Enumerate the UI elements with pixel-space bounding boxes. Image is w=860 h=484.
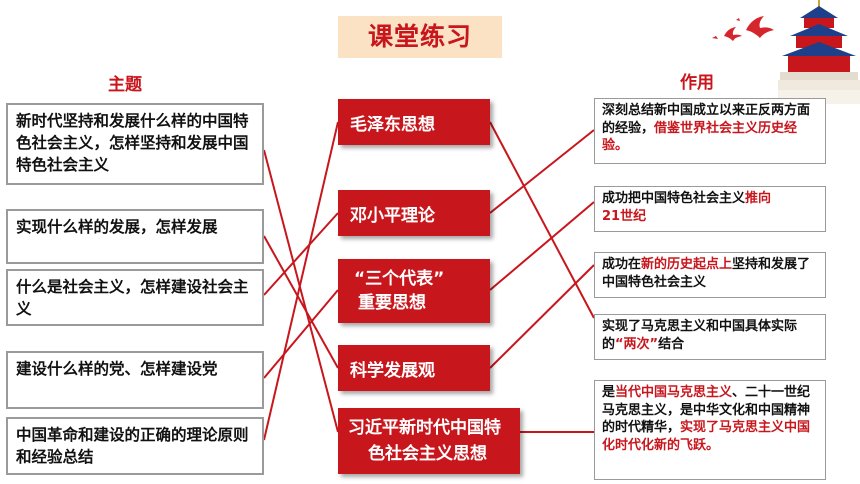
theory-label: 科学发展观 [350, 360, 435, 381]
function-box: 是当代中国马克思主义、二十一世纪马克思主义，是中华文化和中国精神的时代精华，实现… [594, 380, 826, 480]
line-deng-right [489, 129, 595, 214]
line-three-right [489, 201, 595, 291]
topic-box: 实现什么样的发展，怎样发展 [6, 209, 264, 264]
line-xi-left [263, 149, 339, 433]
theory-scientific-development: 科学发展观 [338, 345, 490, 391]
line-deng-left [263, 212, 339, 296]
column-header-function: 作用 [680, 73, 714, 93]
line-sci-right [489, 264, 595, 369]
theory-label: 色社会主义思想 [368, 444, 487, 464]
line-sci-left [263, 235, 339, 369]
line-mao-right [489, 121, 595, 319]
function-box: 深刻总结新中国成立以来正反两方面的经验，借鉴世界社会主义历史经验。 [594, 98, 826, 164]
theory-deng: 邓小平理论 [338, 190, 490, 236]
function-box: 实现了马克思主义和中国具体实际的“两次”结合 [594, 314, 826, 360]
doves-icon [712, 16, 774, 41]
topic-box: 中国革命和建设的正确的理论原则和经验总结 [6, 417, 264, 475]
topic-box: 什么是社会主义，怎样建设社会主义 [6, 269, 264, 326]
topic-box: 建设什么样的党、怎样建设党 [6, 351, 264, 409]
function-box: 成功在新的历史起点上坚持和发展了中国特色社会主义 [594, 252, 826, 298]
theory-three-represents: “三个代表” 重要思想 [338, 259, 490, 323]
theory-label: 邓小平理论 [350, 205, 435, 226]
line-mao-left [263, 121, 339, 441]
theory-label: 重要思想 [358, 293, 426, 313]
theory-xi: 习近平新时代中国特 色社会主义思想 [338, 408, 520, 474]
topic-box: 新时代坚持和发展什么样的中国特色社会主义，怎样坚持和发展中国特色社会主义 [6, 103, 264, 185]
page-title: 课堂练习 [338, 16, 502, 58]
theory-label: 习近平新时代中国特 [348, 418, 501, 438]
temple-of-heaven-icon [778, 0, 860, 104]
theory-mao: 毛泽东思想 [338, 99, 490, 145]
line-three-left [263, 289, 339, 379]
column-header-topic: 主题 [108, 75, 142, 95]
theory-label: 毛泽东思想 [350, 114, 435, 135]
theory-label: “三个代表” [354, 269, 445, 289]
